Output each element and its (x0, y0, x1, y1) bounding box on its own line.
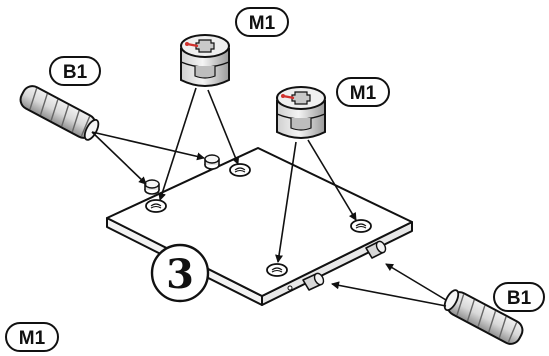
step-number-badge: 3 (150, 243, 210, 303)
inserted-dowel-1 (144, 179, 160, 195)
arrow-dowel-to-hole-2 (91, 131, 205, 161)
arrow-cam-right-to-hole-4 (275, 141, 297, 263)
cam-lock-top (180, 34, 230, 87)
label-m1-top: M1 (235, 7, 289, 37)
label-b1-left: B1 (49, 56, 101, 86)
svg-text:B1: B1 (507, 288, 532, 309)
svg-text:M1: M1 (350, 83, 377, 104)
arrow-dowel-to-edge-4 (331, 281, 447, 307)
cam-hole-3 (350, 219, 372, 233)
dowel-left (19, 85, 100, 141)
svg-text:3: 3 (166, 251, 194, 298)
inserted-dowel-3 (365, 240, 387, 259)
label-m1-bottom-left: M1 (5, 322, 59, 352)
arrow-cam-top-to-hole-2 (207, 89, 240, 165)
inserted-dowel-2 (204, 154, 220, 170)
inserted-dowel-4 (302, 272, 325, 291)
arrow-dowel-to-hole-1 (91, 131, 147, 185)
arrows (91, 87, 447, 307)
svg-text:M1: M1 (249, 13, 276, 34)
label-b1-right: B1 (493, 282, 545, 312)
cam-hole-4 (266, 263, 288, 277)
panel-board (106, 147, 413, 306)
arrow-cam-right-to-hole-3 (307, 139, 357, 221)
dowel-right (443, 289, 524, 345)
edge-hole (287, 285, 293, 291)
svg-text:B1: B1 (63, 62, 88, 83)
cam-hole-2 (229, 163, 251, 177)
cam-hole-1 (145, 199, 167, 213)
svg-text:M1: M1 (19, 328, 46, 349)
arrow-dowel-to-edge-3 (385, 263, 447, 301)
label-m1-right: M1 (336, 77, 390, 107)
arrow-cam-top-to-hole-1 (158, 87, 197, 201)
cam-lock-right (276, 86, 326, 139)
